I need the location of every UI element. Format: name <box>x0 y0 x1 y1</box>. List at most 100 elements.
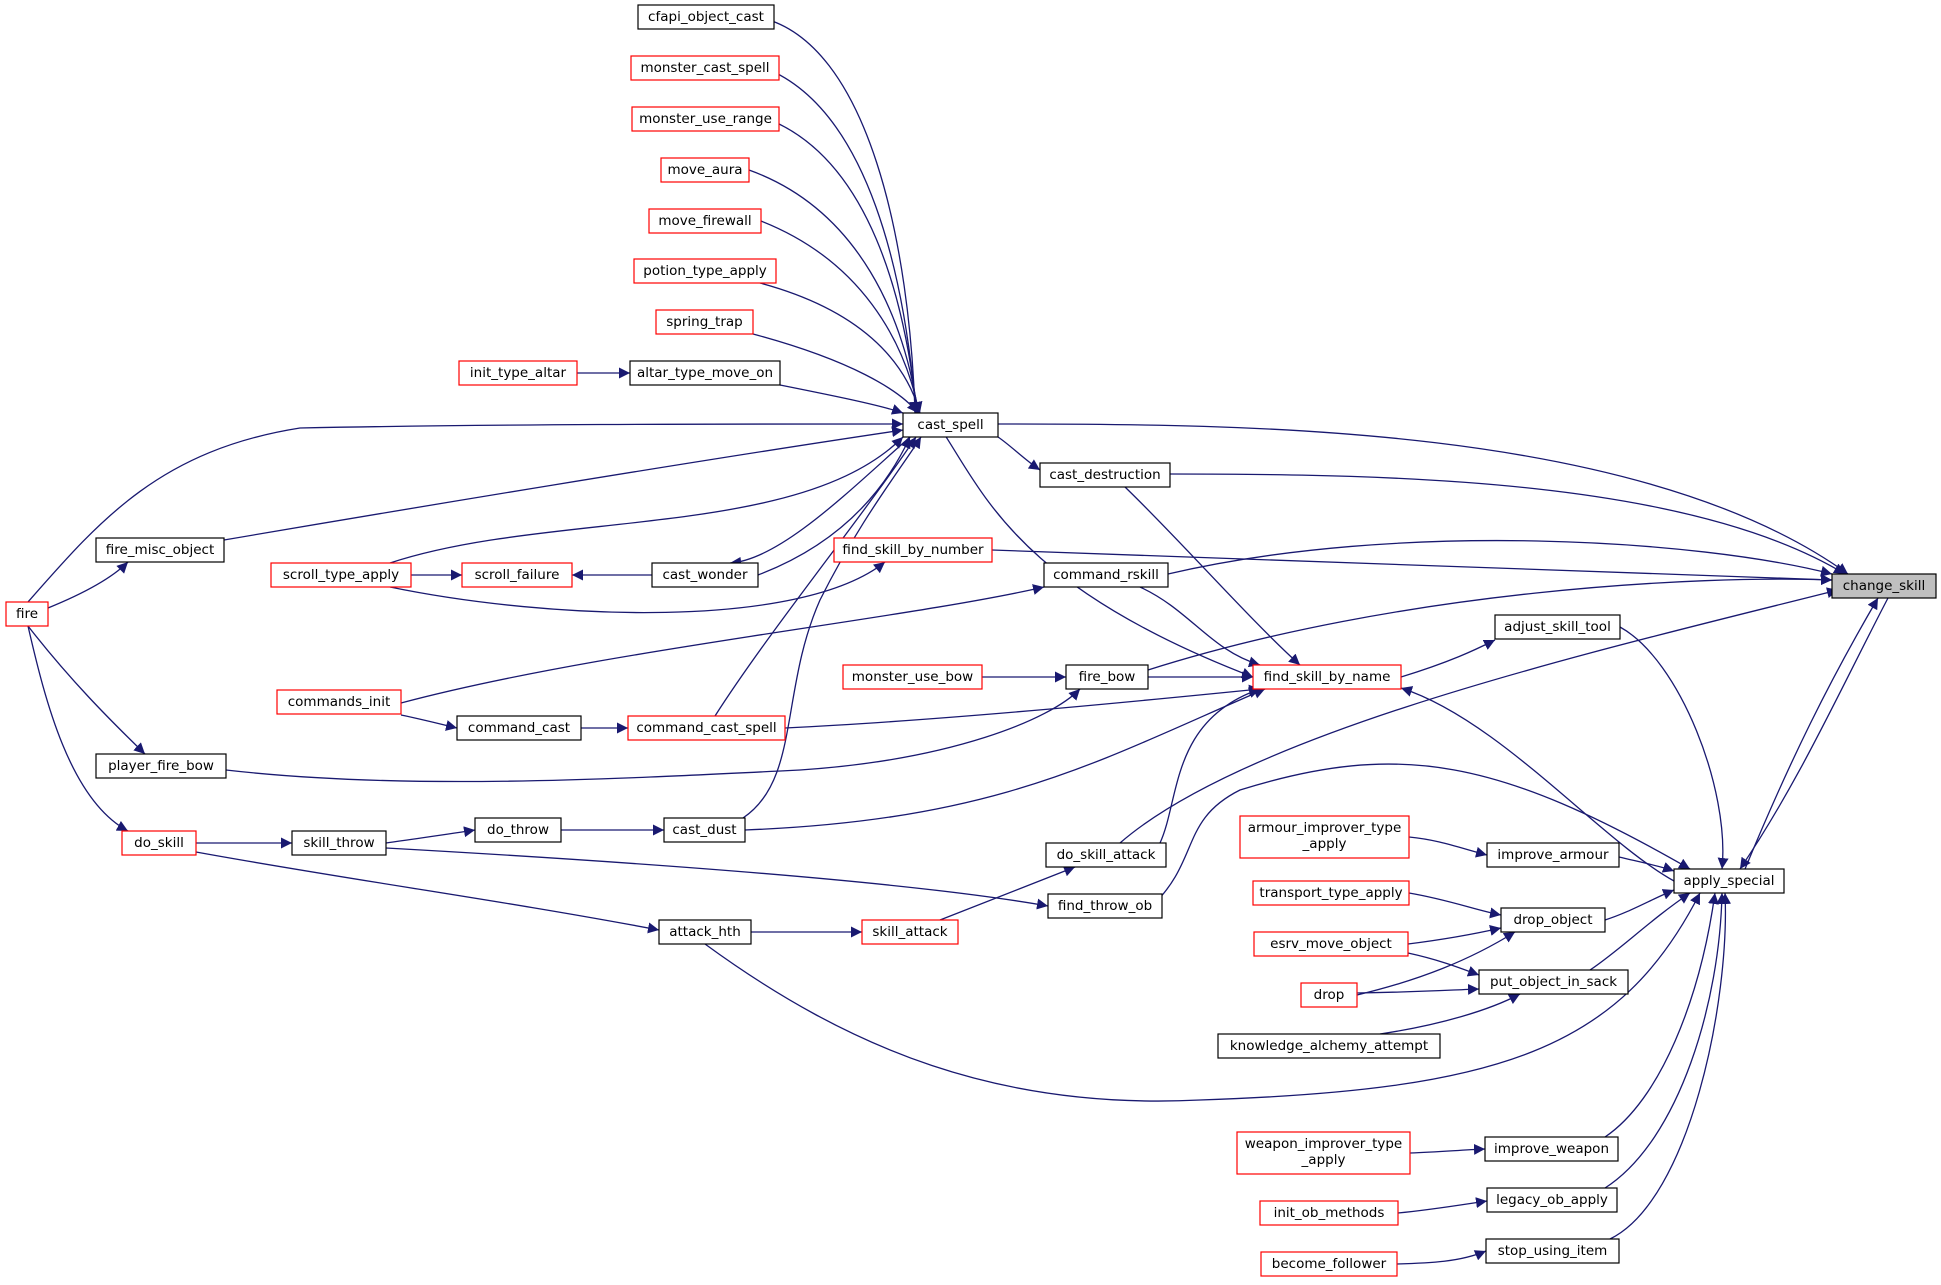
node-attack-hth[interactable]: attack_hth <box>658 919 752 945</box>
node-init-type-altar[interactable]: init_type_altar <box>458 360 578 386</box>
node-legacy-ob-apply[interactable]: legacy_ob_apply <box>1486 1187 1618 1213</box>
edge-fire-player-fire-bow <box>27 625 146 755</box>
node-do-throw[interactable]: do_throw <box>474 817 562 843</box>
node-box <box>633 258 777 284</box>
node-box <box>1253 931 1409 957</box>
node-change-skill[interactable]: change_skill <box>1831 573 1937 599</box>
node-drop-object[interactable]: drop_object <box>1500 907 1606 933</box>
edge-command-rskill-find-skill-by-name <box>1139 586 1261 668</box>
edge-cast-dust-find-skill-by-name <box>744 688 1266 831</box>
node-altar-type-move-on[interactable]: altar_type_move_on <box>629 360 781 386</box>
node-spring-trap[interactable]: spring_trap <box>655 309 754 335</box>
node-box <box>660 157 750 183</box>
edge-cast-wonder-cast-spell <box>757 436 911 576</box>
node-label: init_ob_methods <box>1274 1205 1385 1221</box>
node-improve-weapon[interactable]: improve_weapon <box>1484 1136 1619 1162</box>
node-box <box>651 562 759 588</box>
node-skill-attack[interactable]: skill_attack <box>861 919 959 945</box>
node-potion-type-apply[interactable]: potion_type_apply <box>633 258 777 284</box>
node-command-rskill[interactable]: command_rskill <box>1043 562 1169 588</box>
node-fire-misc-object[interactable]: fire_misc_object <box>95 537 225 563</box>
edge-cfapi-object-cast-cast-spell <box>757 16 921 414</box>
node-label: drop <box>1314 987 1345 1003</box>
node-cast-destruction[interactable]: cast_destruction <box>1039 462 1171 488</box>
node-move-aura[interactable]: move_aura <box>660 157 750 183</box>
node-box <box>861 919 959 945</box>
node-box <box>629 360 781 386</box>
node-fire[interactable]: fire <box>5 601 49 627</box>
node-improve-armour[interactable]: improve_armour <box>1486 842 1620 868</box>
node-init-ob-methods[interactable]: init_ob_methods <box>1259 1200 1399 1226</box>
node-label: cast_dust <box>672 822 736 838</box>
edge-cast-spell-find-skill-by-name <box>929 412 1254 679</box>
edge-command-rskill-change-skill <box>1167 539 1833 577</box>
node-box <box>461 562 573 588</box>
node-box <box>630 55 780 81</box>
node-commands-init[interactable]: commands_init <box>276 689 402 715</box>
node-box <box>833 537 993 563</box>
edge-commands-init-command-cast <box>400 714 458 731</box>
node-command-cast-spell[interactable]: command_cast_spell <box>627 715 786 741</box>
edge-cast-spell-change-skill <box>997 423 1849 575</box>
node-label: find_throw_ob <box>1058 898 1152 914</box>
node-cfapi-object-cast[interactable]: cfapi_object_cast <box>637 4 775 30</box>
node-apply-special[interactable]: apply_special <box>1673 868 1785 894</box>
node-monster-cast-spell[interactable]: monster_cast_spell <box>630 55 780 81</box>
node-transport-type-apply[interactable]: transport_type_apply <box>1252 880 1410 906</box>
node-stop-using-item[interactable]: stop_using_item <box>1485 1238 1620 1264</box>
node-box <box>902 412 999 438</box>
node-adjust-skill-tool[interactable]: adjust_skill_tool <box>1494 614 1621 640</box>
edge-fire-do-skill <box>27 625 129 832</box>
node-box <box>1260 1251 1398 1277</box>
node-scroll-failure[interactable]: scroll_failure <box>461 562 573 588</box>
node-monster-use-bow[interactable]: monster_use_bow <box>842 664 983 690</box>
edge-init-ob-methods-legacy-ob-apply <box>1397 1197 1488 1214</box>
edge-knowledge-alchemy-put-object-in-sack <box>1379 993 1521 1035</box>
node-label: find_skill_by_name <box>1264 669 1391 685</box>
node-box <box>1039 462 1171 488</box>
node-label: potion_type_apply <box>643 263 767 279</box>
edge-command-cast-spell-cast-spell <box>714 436 917 717</box>
node-fire-bow[interactable]: fire_bow <box>1065 664 1149 690</box>
edge-weapon-improver-improve-weapon <box>1409 1143 1486 1155</box>
node-monster-use-range[interactable]: monster_use_range <box>631 106 780 132</box>
node-find-throw-ob[interactable]: find_throw_ob <box>1047 893 1163 919</box>
node-label: cfapi_object_cast <box>648 9 764 25</box>
edge-transport-type-apply-drop-object <box>1408 892 1502 919</box>
node-skill-throw[interactable]: skill_throw <box>291 830 387 856</box>
edge-improve-weapon-apply-special <box>1604 892 1719 1138</box>
node-cast-spell[interactable]: cast_spell <box>902 412 999 438</box>
node-cast-wonder[interactable]: cast_wonder <box>651 562 759 588</box>
node-become-follower[interactable]: become_follower <box>1260 1251 1398 1277</box>
node-find-skill-by-number[interactable]: find_skill_by_number <box>833 537 993 563</box>
node-command-cast[interactable]: command_cast <box>456 715 582 741</box>
edge-change-skill-apply-special <box>1739 597 1889 870</box>
node-do-skill-attack[interactable]: do_skill_attack <box>1045 842 1167 868</box>
edge-find-throw-ob-apply-special <box>1151 763 1691 907</box>
node-player-fire-bow[interactable]: player_fire_bow <box>95 753 227 779</box>
node-scroll-type-apply[interactable]: scroll_type_apply <box>270 562 412 588</box>
edge-stop-using-item-apply-special <box>1609 892 1732 1240</box>
node-drop[interactable]: drop <box>1300 982 1358 1008</box>
edge-skill-throw-find-throw-ob <box>385 847 1049 910</box>
node-armour-improver-type-apply[interactable]: armour_improver_type_apply <box>1239 815 1410 859</box>
node-box <box>1486 1187 1618 1213</box>
node-move-firewall[interactable]: move_firewall <box>648 208 762 234</box>
node-label: command_rskill <box>1053 567 1159 583</box>
node-weapon-improver-type-apply[interactable]: weapon_improver_type_apply <box>1236 1131 1411 1175</box>
node-knowledge-alchemy-attempt[interactable]: knowledge_alchemy_attempt <box>1217 1033 1441 1059</box>
node-box <box>1831 573 1937 599</box>
node-box <box>631 106 780 132</box>
edge-find-skill-by-name-adjust-skill-tool <box>1400 639 1496 678</box>
node-put-object-in-sack[interactable]: put_object_in_sack <box>1478 969 1629 995</box>
node-label: transport_type_apply <box>1259 885 1402 901</box>
edge-apply-special-find-skill-by-name <box>1400 686 1675 882</box>
node-cast-dust[interactable]: cast_dust <box>663 817 746 843</box>
node-find-skill-by-name[interactable]: find_skill_by_name <box>1252 664 1402 690</box>
edge-drop-object-apply-special <box>1604 889 1675 921</box>
node-esrv-move-object[interactable]: esrv_move_object <box>1253 931 1409 957</box>
node-label: fire_misc_object <box>106 542 215 558</box>
node-label: adjust_skill_tool <box>1504 619 1611 635</box>
edge-fire-bow-change-skill <box>1147 574 1833 671</box>
node-do-skill[interactable]: do_skill <box>121 830 197 856</box>
